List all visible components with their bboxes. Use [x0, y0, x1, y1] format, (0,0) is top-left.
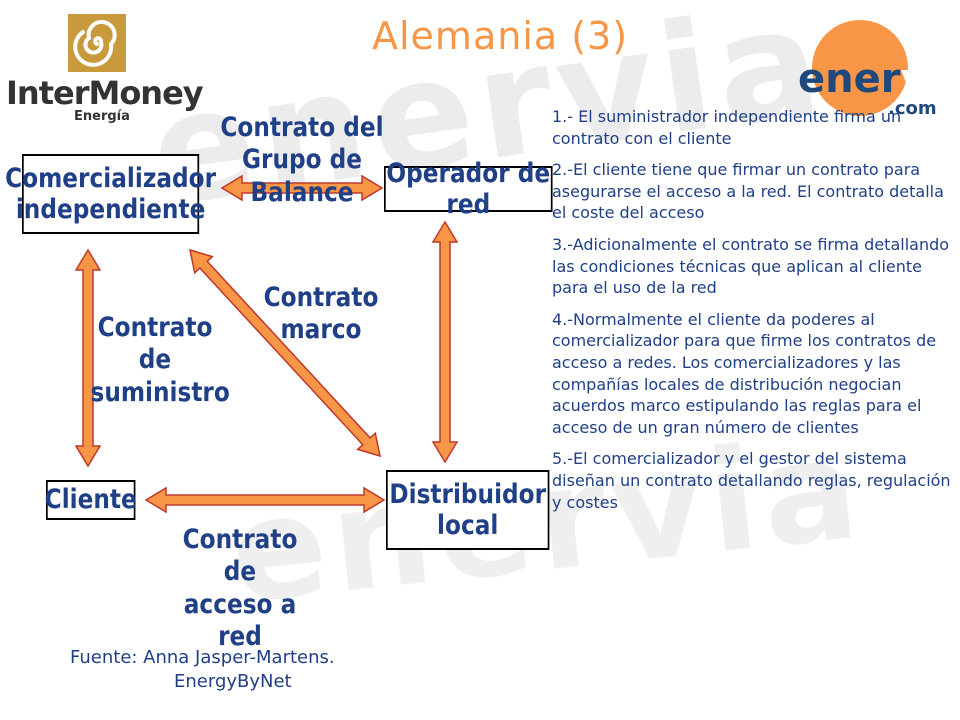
node-comercializador: Comercializador independiente — [5, 154, 216, 234]
arrow-grupo-balance — [220, 174, 384, 202]
edge-label-grupo-balance: Contrato del Grupo de Balance — [220, 112, 384, 208]
node-operador: Operador de red — [384, 158, 553, 220]
enervia-part2: via — [900, 56, 960, 102]
spiral-logo-icon — [68, 14, 126, 72]
node-cliente: Cliente — [45, 480, 137, 520]
step-3: 3.-Adicionalmente el contrato se firma d… — [552, 234, 950, 298]
arrow-suministro — [74, 248, 102, 468]
step-4: 4.-Normalmente el cliente da poderes al … — [552, 309, 937, 437]
edge-label-marco: Contrato marco — [263, 282, 379, 346]
enervia-part1: ener — [798, 56, 901, 102]
enervia-suffix: .com — [888, 98, 937, 119]
enervia-logo: enervia .com — [770, 16, 960, 119]
page-title: Alemania (3) — [372, 14, 629, 58]
enervia-name: enervia — [798, 56, 960, 102]
intermoney-logo: InterMoney Energía — [6, 14, 204, 124]
arrow-acceso — [144, 486, 386, 514]
intermoney-name: InterMoney — [6, 74, 204, 112]
intermoney-sub: Energía — [74, 109, 130, 124]
edge-label-suministro: Contrato de suministro — [90, 312, 230, 408]
step-2: 2.-El cliente tiene que firmar un contra… — [552, 160, 944, 223]
source-line-1: Fuente: Anna Jasper-Martens. — [70, 647, 335, 668]
orange-circle-logo-icon — [812, 20, 908, 116]
arrow-marco — [189, 248, 381, 458]
step-1: 1.- El suministrador independiente firma… — [552, 107, 902, 148]
step-5: 5.-El comercializador y el gestor del si… — [552, 449, 951, 512]
edge-label-acceso: Contrato de acceso a red — [182, 524, 298, 653]
node-distribuidor: Distribuidor local — [386, 470, 550, 550]
arrow-red — [431, 220, 459, 464]
source-line-2: EnergyByNet — [174, 671, 292, 693]
steps-list: 1.- El suministrador independiente firma… — [552, 106, 954, 513]
source-citation: Fuente: Anna Jasper-Martens. EnergyByNet — [70, 646, 335, 695]
